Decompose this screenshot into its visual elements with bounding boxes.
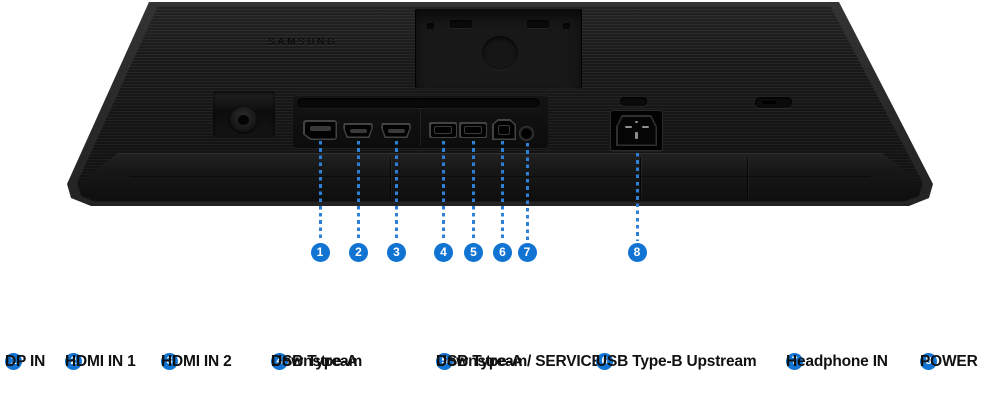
vesa-circle-emboss [482,36,518,70]
leader-line-4 [442,141,445,241]
legend-badge-5: 5 [436,353,453,370]
stand-release-knob [230,107,257,132]
vesa-screw-hole [427,23,434,29]
hdmi-in-1-port [343,123,373,138]
legend-label-1: DP IN [5,353,46,370]
legend-badge-6: 6 [596,353,613,370]
leader-line-3 [395,141,398,241]
bezel-seam [130,176,870,177]
power-pin [635,131,638,139]
bezel-seam [640,158,641,198]
displayport-in-port [303,120,337,140]
legend-label-7: Headphone IN [786,353,888,370]
leader-line-1 [318,141,322,241]
power-pin [635,120,638,123]
callout-badge-7: 7 [517,243,537,262]
leader-line-6 [501,141,504,241]
bezel-seam [390,158,391,198]
power-inlet [616,115,657,146]
callout-badge-3: 3 [387,243,406,262]
legend-badge-8: 8 [920,353,937,370]
legend-label-8: POWER [920,353,978,370]
usb-type-a-downstream-service-port [459,122,487,138]
power-inlet-recess [610,110,663,151]
legend-label-3: HDMI IN 2 [161,353,232,370]
power-label-tab [620,97,647,106]
hdmi-in-2-port [381,123,411,138]
port-label-strip [297,98,540,108]
usb-type-a-downstream-port [429,122,457,138]
bay-seam [420,97,421,146]
legend-badge-2: 2 [65,353,82,370]
vesa-screw-hole [563,23,570,29]
power-inlet-cavity [617,116,656,145]
kensington-lock-slot [755,97,792,108]
leader-line-2 [357,141,360,241]
vesa-mount-plate [415,9,582,88]
callout-badge-6: 6 [493,243,512,262]
legend-badge-1: 1 [5,353,22,370]
bezel-seam [747,158,748,198]
samsung-logo: SAMSUNG [268,37,338,48]
callout-badge-1: 1 [310,243,330,262]
callout-badge-5: 5 [464,243,483,262]
usb-type-b-upstream-port [492,119,516,140]
legend-badge-7: 7 [786,353,803,370]
callout-badge-8: 8 [627,243,647,262]
legend-badge-4: 4 [271,353,288,370]
headphone-jack-port [519,126,534,141]
legend-badge-3: 3 [161,353,178,370]
stand-mount-recess [213,91,275,137]
leader-line-5 [472,141,475,241]
power-pin [641,125,649,128]
callout-badge-2: 2 [349,243,368,262]
monitor-bottom-bezel [78,153,922,201]
power-pin [624,125,632,128]
vesa-slot [450,20,472,28]
leader-line-8 [635,153,639,241]
stand-knob-hole [238,115,249,125]
leader-line-7 [525,143,529,241]
legend-label-2: HDMI IN 1 [65,353,136,370]
vesa-slot [527,20,549,28]
legend-label-6: USB Type-B Upstream [596,353,757,370]
callout-badge-4: 4 [434,243,453,262]
